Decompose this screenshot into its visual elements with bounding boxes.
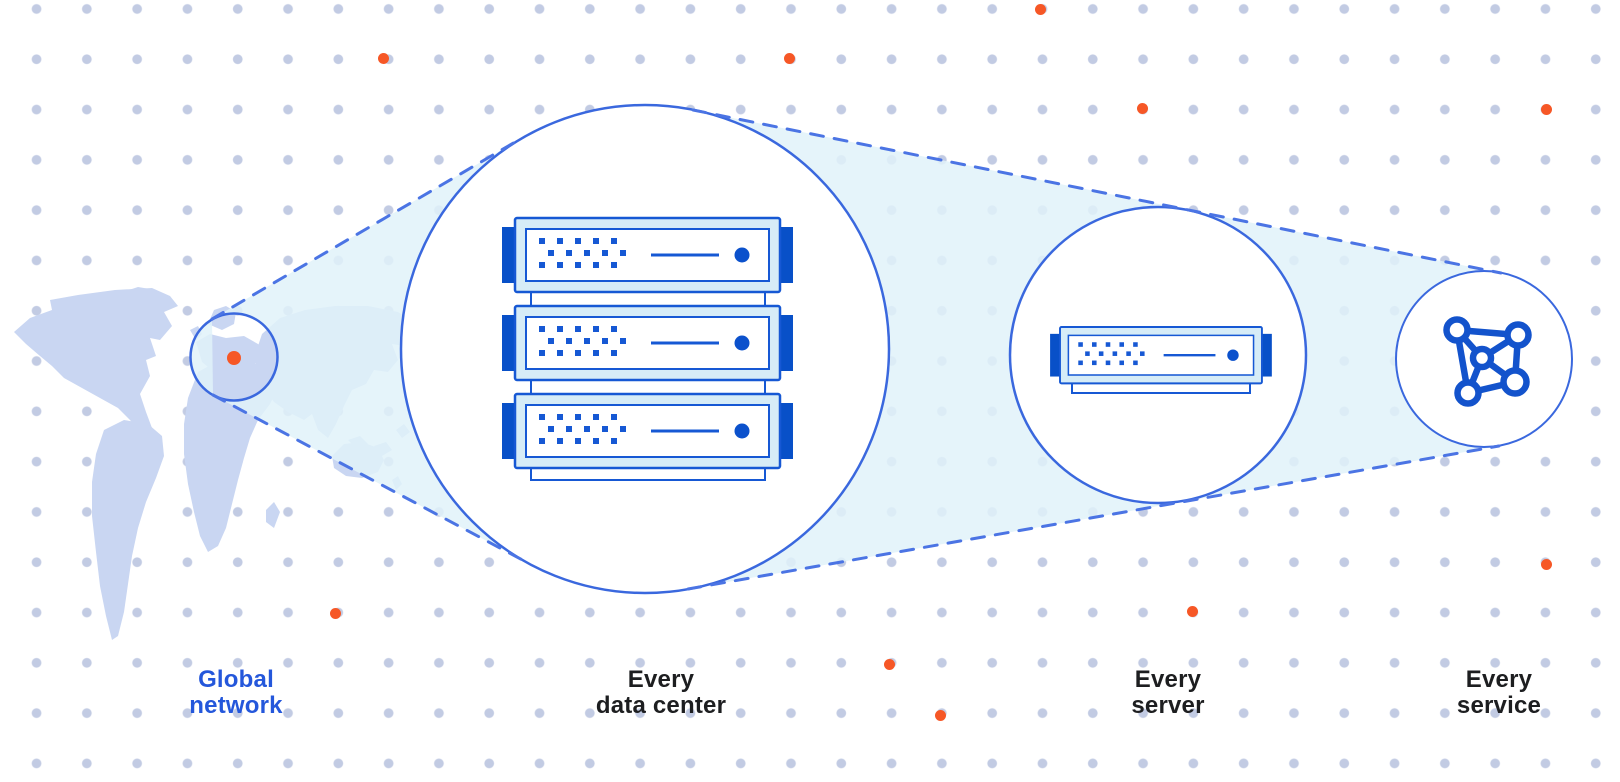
- accent-orange-dot: [934, 709, 946, 721]
- accent-orange-dot: [1034, 3, 1046, 15]
- accent-orange-dot: [783, 52, 795, 64]
- stage-label-every-data-center: Every data center: [531, 667, 791, 719]
- accent-orange-dot: [1540, 103, 1552, 115]
- stage-label-line2: network: [189, 692, 283, 719]
- accent-orange-dot: [1186, 605, 1198, 617]
- stage-label-global-network: Global network: [106, 667, 366, 719]
- accent-orange-dot: [1540, 558, 1552, 570]
- stage-label-line1: Every: [1465, 666, 1533, 693]
- stage-label-line1: Global: [198, 666, 274, 693]
- accent-orange-dot: [377, 52, 389, 64]
- accent-orange-dot: [329, 607, 341, 619]
- stage-label-every-server: Every server: [1038, 667, 1298, 719]
- stage-label-line1: Every: [627, 666, 695, 693]
- stage-label-line2: service: [1456, 692, 1542, 719]
- stage-label-every-service: Every service: [1369, 667, 1620, 719]
- accent-orange-dot: [883, 658, 895, 670]
- stage-label-line2: data center: [595, 692, 727, 719]
- stage-label-line2: server: [1131, 692, 1205, 719]
- accent-orange-dot: [1136, 102, 1148, 114]
- stage-label-line1: Every: [1134, 666, 1202, 693]
